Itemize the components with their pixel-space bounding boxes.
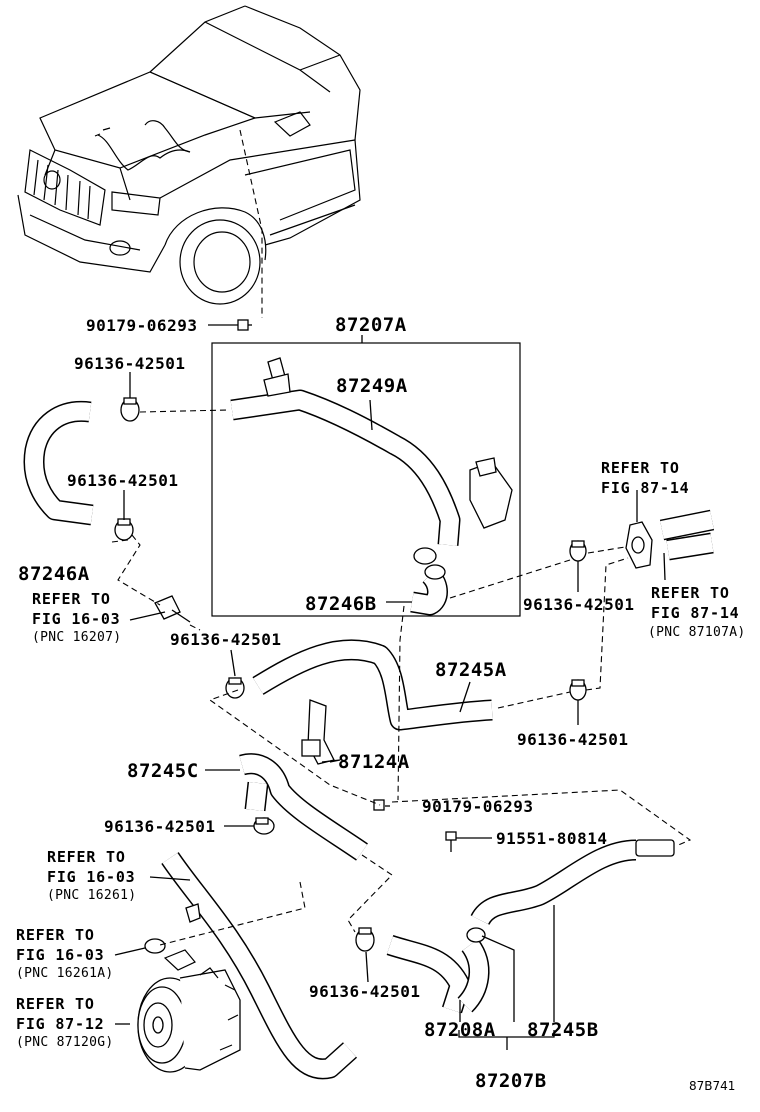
- pipe-end: [635, 839, 675, 857]
- vehicle-illustration: [17, 5, 361, 318]
- bolt: [445, 831, 457, 852]
- hose-87208a: [386, 934, 490, 1014]
- reference-notes: REFER TO FIG 87-14 REFER TO FIG 87-14 (P…: [16, 459, 746, 1050]
- label-clamp-2: 96136-42501: [67, 471, 178, 490]
- hose-87245c: [239, 753, 368, 861]
- label-87246b: 87246B: [305, 593, 377, 615]
- hose-clamp: [466, 927, 486, 943]
- ref-1603a-line2: FIG 16-03: [32, 610, 120, 628]
- label-87208a: 87208A: [424, 1019, 496, 1041]
- clip-bracket: [469, 457, 513, 529]
- hose-clamp: [144, 938, 166, 954]
- hose-clamp: [569, 540, 587, 562]
- label-clamp-1: 96136-42501: [74, 354, 185, 373]
- ref-8714-right-line2: FIG 87-14: [651, 604, 739, 622]
- ref-1603b-line2: FIG 16-03: [47, 868, 135, 886]
- hose-clamp: [355, 927, 375, 952]
- ref-8712-line1: REFER TO: [16, 995, 95, 1013]
- ref-1603c-line1: REFER TO: [16, 926, 95, 944]
- hose-clamp: [114, 518, 134, 541]
- label-clamp-3: 96136-42501: [523, 595, 634, 614]
- callout-lines: [114, 324, 666, 1050]
- ac-compressor: [137, 949, 241, 1073]
- ref-1603c-line2: FIG 16-03: [16, 946, 104, 964]
- hose-clamp: [225, 677, 245, 699]
- leader-lines: [111, 409, 692, 946]
- hose-87246a: [23, 400, 94, 526]
- label-87207b: 87207B: [475, 1070, 547, 1092]
- hose-clamp: [253, 817, 275, 835]
- hose-87249a: [230, 389, 461, 546]
- ref-8714-top-line2: FIG 87-14: [601, 479, 689, 497]
- label-bolt-91551: 91551-80814: [496, 829, 607, 848]
- label-bolt-90179-top: 90179-06293: [86, 316, 197, 335]
- label-bolt-90179-mid: 90179-06293: [422, 797, 533, 816]
- hose-clamp: [120, 397, 140, 422]
- label-87245b: 87245B: [527, 1019, 599, 1041]
- label-clamp-7: 96136-42501: [309, 982, 420, 1001]
- label-clamp-4: 96136-42501: [170, 630, 281, 649]
- hose-clamp: [569, 679, 587, 701]
- hose-87245a: [252, 639, 493, 731]
- hose-joint: [413, 547, 446, 580]
- ref-1603a-line1: REFER TO: [32, 590, 111, 608]
- clip-bracket: [263, 357, 291, 397]
- grommet: [625, 521, 653, 569]
- bolt: [237, 319, 252, 331]
- assembly-frame-87207a: [211, 342, 521, 617]
- ref-8714-right-pnc: (PNC 87107A): [648, 625, 746, 640]
- label-clamp-5: 96136-42501: [517, 730, 628, 749]
- hose-compressor-return: [161, 852, 358, 1080]
- label-clamp-6: 96136-42501: [104, 817, 215, 836]
- label-87245a: 87245A: [435, 659, 507, 681]
- part-labels: 90179-06293 87207A 96136-42501 87249A 96…: [18, 314, 634, 1092]
- label-87246a: 87246A: [18, 563, 90, 585]
- hose-87245b: [470, 839, 637, 926]
- ref-8712-pnc: (PNC 87120G): [16, 1035, 114, 1050]
- label-87124a: 87124A: [338, 751, 410, 773]
- bolt: [373, 799, 385, 811]
- clip: [185, 903, 201, 923]
- clip-bracket-87124a: [301, 699, 335, 765]
- label-87245c: 87245C: [127, 760, 199, 782]
- ref-8712-line2: FIG 87-12: [16, 1015, 104, 1033]
- ref-8714-top-line1: REFER TO: [601, 459, 680, 477]
- diagram-code: 87B741: [689, 1079, 735, 1093]
- ref-1603b-pnc: (PNC 16261): [47, 888, 136, 903]
- ac-pipes: [659, 509, 715, 561]
- ref-1603c-pnc: (PNC 16261A): [16, 966, 114, 981]
- label-87249a: 87249A: [336, 375, 408, 397]
- label-87207a: 87207A: [335, 314, 407, 336]
- connector: [154, 595, 191, 623]
- ref-1603b-line1: REFER TO: [47, 848, 126, 866]
- ref-1603a-pnc: (PNC 16207): [32, 630, 121, 645]
- ref-8714-right-line1: REFER TO: [651, 584, 730, 602]
